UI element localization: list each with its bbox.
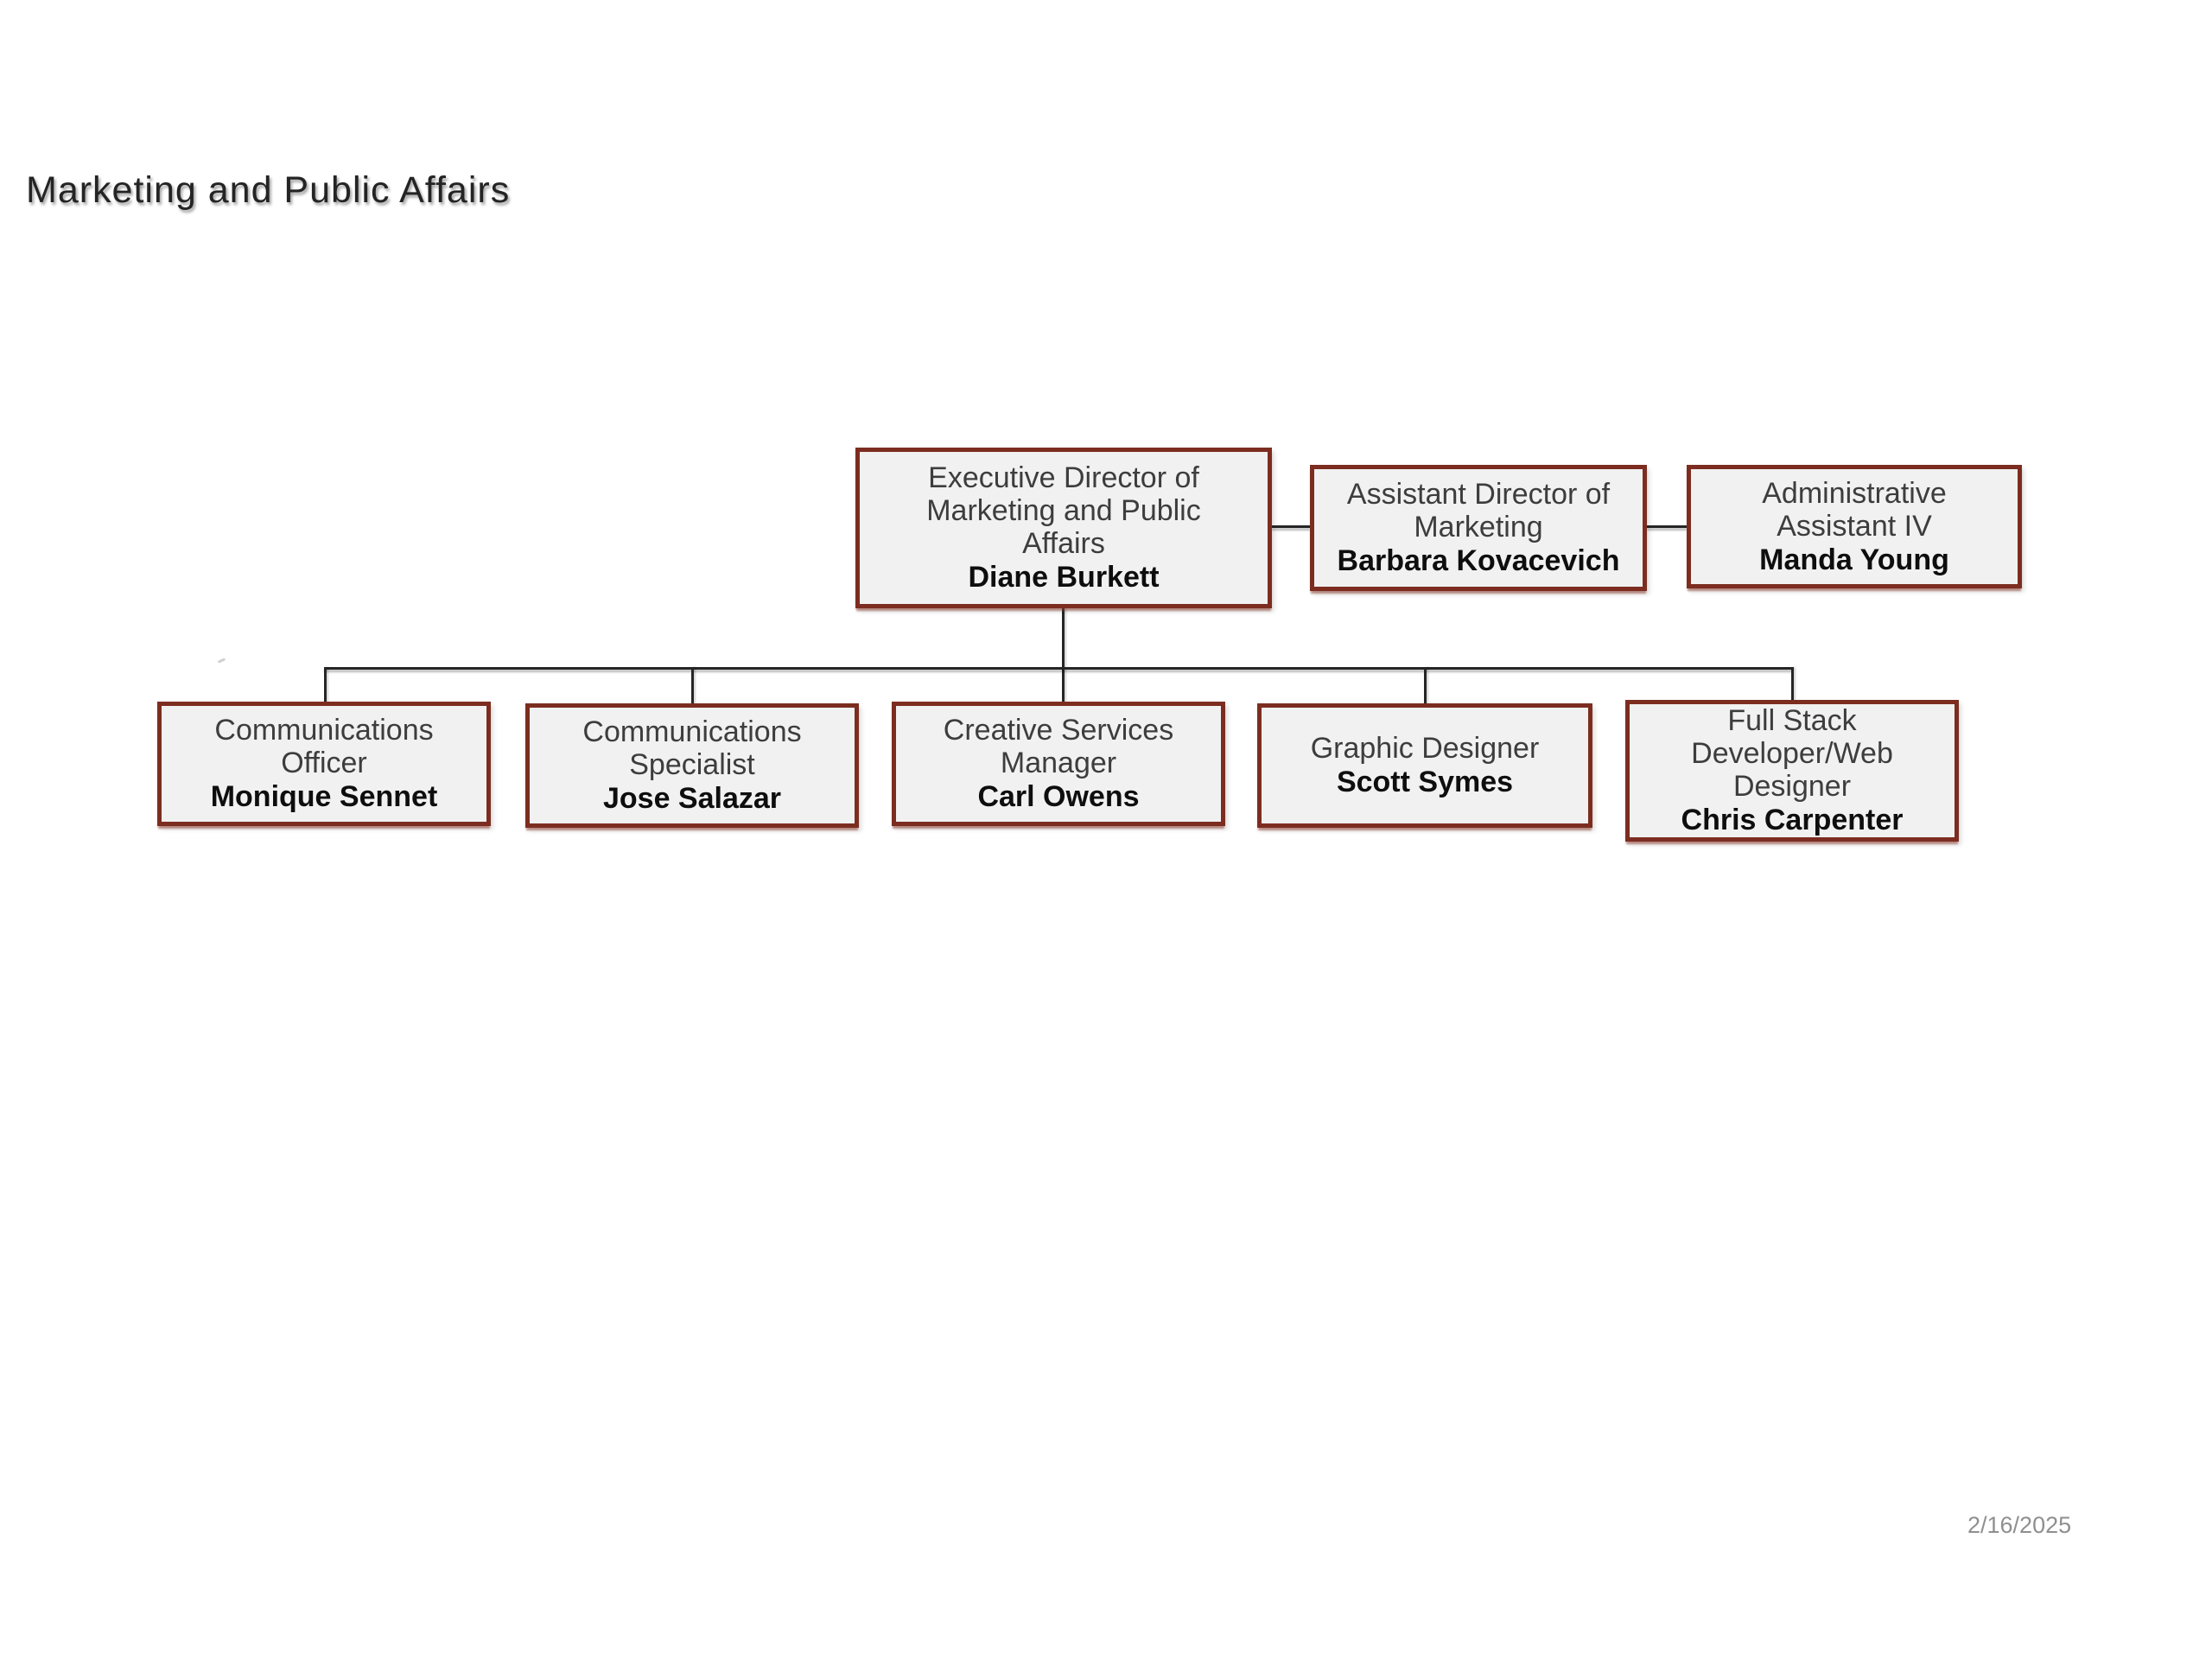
- role-title: Full Stack Developer/Web Designer: [1691, 704, 1893, 803]
- role-title: Executive Director of Marketing and Publ…: [926, 461, 1201, 560]
- stray-ink-mark: [217, 658, 226, 664]
- role-title: Communications Officer: [214, 714, 434, 779]
- role-title: Administrative Assistant IV: [1762, 476, 1947, 543]
- slide-date: 2/16/2025: [1967, 1512, 2072, 1538]
- connector-exec-to-assistant-director: [1272, 525, 1310, 528]
- person-name: Scott Symes: [1336, 766, 1514, 798]
- connector-stub-graphic-designer: [1424, 667, 1427, 705]
- org-node-communications-officer: Communications Officer Monique Sennet: [157, 702, 491, 826]
- org-node-fullstack-web-designer: Full Stack Developer/Web Designer Chris …: [1625, 700, 1959, 842]
- connector-branch-line: [324, 667, 1793, 670]
- org-node-creative-services-manager: Creative Services Manager Carl Owens: [892, 702, 1225, 826]
- person-name: Manda Young: [1759, 543, 1949, 576]
- person-name: Diane Burkett: [968, 561, 1160, 594]
- connector-exec-dropline: [1062, 608, 1065, 703]
- org-node-graphic-designer: Graphic Designer Scott Symes: [1257, 703, 1592, 828]
- role-title: Communications Specialist: [582, 715, 802, 781]
- org-node-executive-director: Executive Director of Marketing and Publ…: [855, 448, 1272, 608]
- person-name: Barbara Kovacevich: [1337, 544, 1620, 577]
- connector-assistant-to-admin-assistant: [1647, 525, 1687, 528]
- connector-stub-communications-officer: [324, 667, 327, 726]
- person-name: Chris Carpenter: [1681, 804, 1904, 836]
- person-name: Monique Sennet: [210, 780, 438, 813]
- role-title: Assistant Director of Marketing: [1346, 478, 1611, 543]
- person-name: Jose Salazar: [602, 782, 782, 815]
- org-node-communications-specialist: Communications Specialist Jose Salazar: [525, 703, 859, 828]
- org-node-assistant-director: Assistant Director of Marketing Barbara …: [1310, 465, 1647, 591]
- page-title: Marketing and Public Affairs: [26, 169, 511, 211]
- org-node-administrative-assistant: Administrative Assistant IV Manda Young: [1687, 465, 2022, 588]
- person-name: Carl Owens: [977, 780, 1140, 813]
- role-title: Graphic Designer: [1310, 732, 1540, 765]
- connector-stub-communications-specialist: [691, 667, 694, 705]
- connector-stub-fullstack-web-designer: [1791, 667, 1794, 702]
- role-title: Creative Services Manager: [943, 714, 1174, 779]
